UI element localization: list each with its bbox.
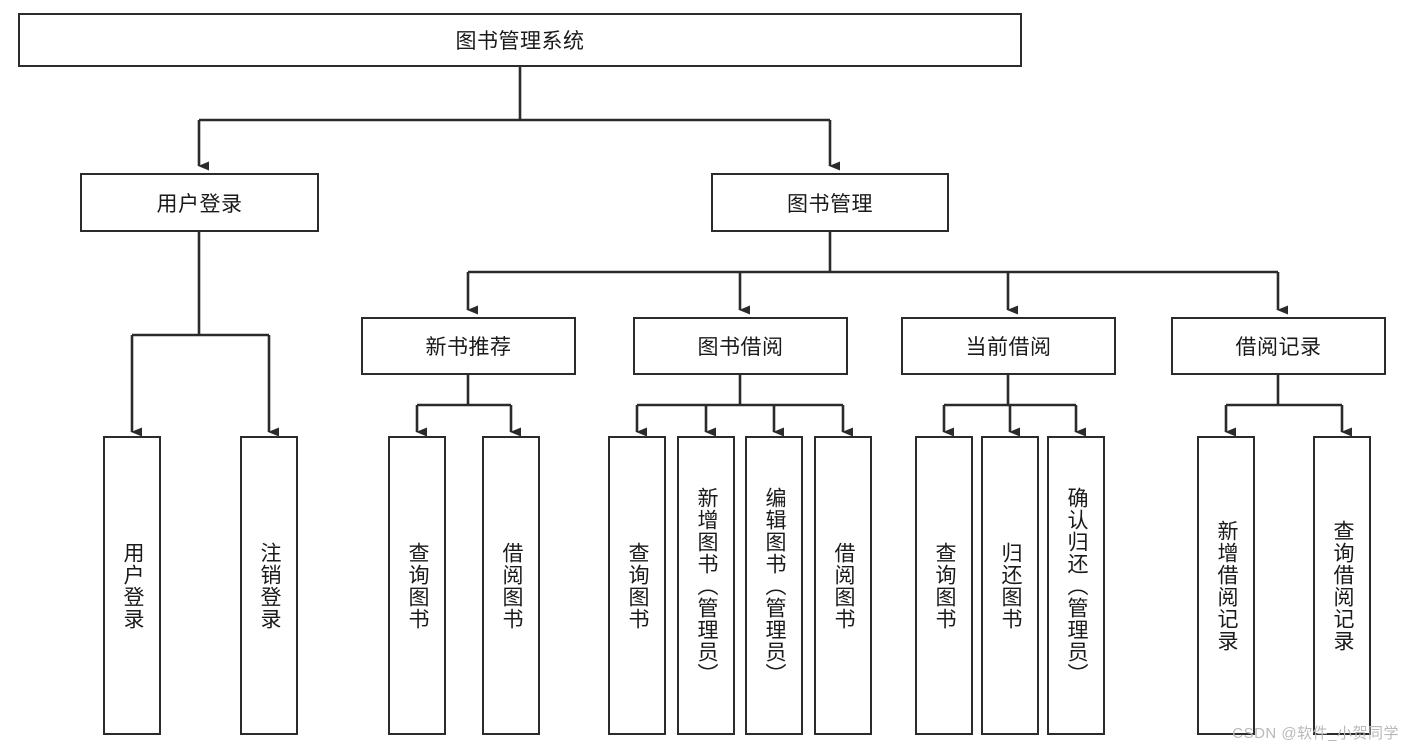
- node-user-login-label: 用户登录: [156, 192, 243, 216]
- leaf-borrow-edit-book[interactable]: 编辑图书（管理员）: [745, 436, 803, 735]
- node-current-borrow-label: 当前借阅: [965, 336, 1052, 359]
- node-book-borrow[interactable]: 图书借阅: [633, 317, 848, 375]
- leaf-logout[interactable]: 注销登录: [240, 436, 298, 735]
- leaf-records-add-record-label: 新增借阅记录: [1215, 519, 1239, 652]
- node-book-borrow-label: 图书借阅: [697, 336, 784, 359]
- leaf-newbook-borrow-book-label: 借阅图书: [500, 541, 524, 630]
- leaf-newbook-borrow-book[interactable]: 借阅图书: [482, 436, 540, 735]
- leaf-borrow-borrow-book-label: 借阅图书: [832, 541, 856, 630]
- leaf-current-query-book[interactable]: 查询图书: [915, 436, 973, 735]
- leaf-borrow-borrow-book[interactable]: 借阅图书: [814, 436, 872, 735]
- leaf-current-return-book[interactable]: 归还图书: [981, 436, 1039, 735]
- node-root-label: 图书管理系统: [455, 30, 585, 53]
- leaf-current-query-book-label: 查询图书: [933, 541, 957, 630]
- node-user-login[interactable]: 用户登录: [80, 173, 319, 232]
- leaf-newbook-query-book-label: 查询图书: [406, 541, 430, 630]
- leaf-borrow-add-book[interactable]: 新增图书（管理员）: [677, 436, 735, 735]
- leaf-current-confirm-return[interactable]: 确认归还（管理员）: [1047, 436, 1105, 735]
- leaf-records-query-record-label: 查询借阅记录: [1331, 519, 1355, 652]
- leaf-user-login[interactable]: 用户登录: [103, 436, 161, 735]
- leaf-borrow-add-book-label: 新增图书（管理员）: [695, 486, 719, 685]
- node-current-borrow[interactable]: 当前借阅: [901, 317, 1116, 375]
- node-root[interactable]: 图书管理系统: [18, 13, 1022, 67]
- node-borrow-records-label: 借阅记录: [1235, 336, 1322, 359]
- leaf-borrow-query-book[interactable]: 查询图书: [608, 436, 666, 735]
- leaf-records-query-record[interactable]: 查询借阅记录: [1313, 436, 1371, 735]
- leaf-logout-label: 注销登录: [258, 541, 282, 630]
- node-book-management-label: 图书管理: [787, 192, 873, 216]
- node-new-book-recommend-label: 新书推荐: [425, 336, 512, 359]
- leaf-records-add-record[interactable]: 新增借阅记录: [1197, 436, 1255, 735]
- leaf-user-login-label: 用户登录: [121, 541, 145, 630]
- node-book-management[interactable]: 图书管理: [711, 173, 949, 232]
- node-new-book-recommend[interactable]: 新书推荐: [361, 317, 576, 375]
- leaf-newbook-query-book[interactable]: 查询图书: [388, 436, 446, 735]
- leaf-current-return-book-label: 归还图书: [999, 541, 1023, 630]
- watermark: CSDN @软件_小贺同学: [1232, 725, 1399, 742]
- leaf-borrow-query-book-label: 查询图书: [626, 541, 650, 630]
- node-borrow-records[interactable]: 借阅记录: [1171, 317, 1386, 375]
- leaf-current-confirm-return-label: 确认归还（管理员）: [1065, 486, 1089, 685]
- leaf-borrow-edit-book-label: 编辑图书（管理员）: [763, 486, 787, 685]
